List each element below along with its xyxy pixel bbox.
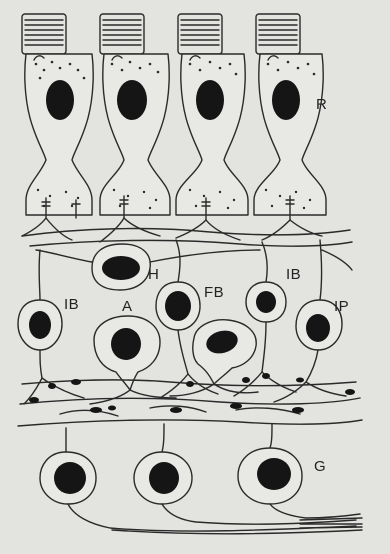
label-fb: FB xyxy=(204,284,224,301)
label-ib-right: IB xyxy=(286,266,301,283)
outer-plexiform-layer xyxy=(22,218,352,246)
ganglion-cell-g xyxy=(238,424,360,518)
photoreceptor-1 xyxy=(22,14,93,215)
label-ib-left: IB xyxy=(64,296,79,313)
optic-nerve-fibers xyxy=(112,518,362,534)
ganglion-cell-1 xyxy=(40,428,356,531)
label-r-photoreceptors: R xyxy=(316,96,327,113)
label-h-horizontal-cell: H xyxy=(148,266,159,283)
inner-plexiform-layer xyxy=(18,372,362,426)
photoreceptor-3 xyxy=(176,14,248,215)
label-ip: IP xyxy=(334,298,349,315)
amacrine-cell-a xyxy=(90,316,176,404)
photoreceptor-4 xyxy=(254,14,326,215)
bipolar-cell-ib-left xyxy=(18,250,62,378)
label-a-amacrine: A xyxy=(122,298,133,315)
label-g-ganglion: G xyxy=(314,458,326,475)
photoreceptor-row xyxy=(22,14,326,215)
photoreceptor-2 xyxy=(100,14,170,215)
